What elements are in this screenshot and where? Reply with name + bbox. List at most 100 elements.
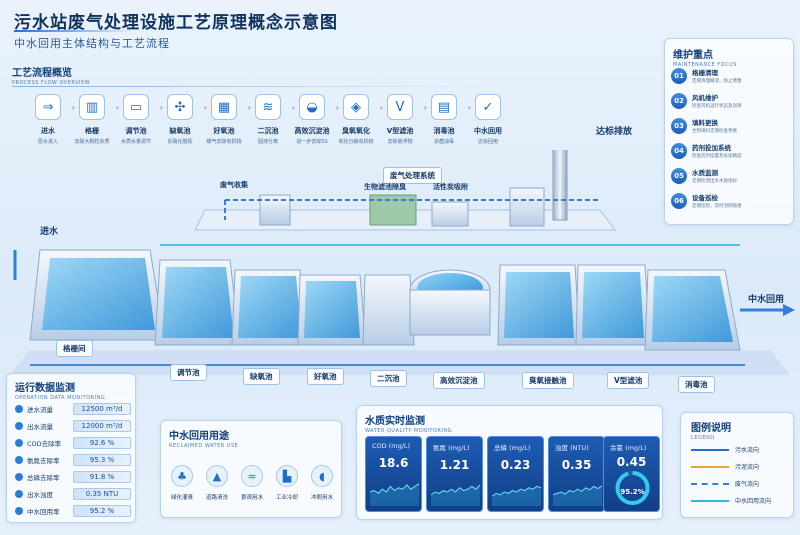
flow-step-desc: 原水进入 — [37, 139, 58, 145]
operation-label: 进水流量 — [27, 405, 53, 414]
operation-label: 出水浊度 — [27, 490, 53, 499]
wq-trend-area — [370, 483, 419, 506]
maintenance-item-title: 水质监测 — [692, 169, 718, 177]
maintenance-item-title: 风机维护 — [692, 94, 718, 102]
aeration-icon: ▦ — [211, 94, 237, 120]
wq-trend-chart — [431, 484, 480, 506]
chevron-right-icon: › — [379, 103, 383, 112]
operation-value: 0.35 NTU — [73, 487, 131, 500]
flow-step-desc: 达标回用 — [477, 139, 498, 145]
maintenance-item-desc: 检查风机运行状态及润滑 — [692, 104, 742, 109]
tank-icon: ▭ — [123, 94, 149, 120]
water-drop-icon — [15, 455, 23, 464]
flow-step-name: 高效沉淀池 — [294, 127, 330, 135]
flow-step-name: 格栅 — [85, 127, 99, 135]
chevron-right-icon: › — [335, 103, 339, 112]
plant-icon: ♣ — [171, 465, 193, 487]
wq-trend-line — [553, 485, 602, 496]
operation-row: 出水浊度 0.35 NTU — [15, 487, 131, 500]
water-drop-icon — [15, 404, 23, 413]
unit-label: 调节池 — [170, 364, 207, 381]
operation-value: 12500 m³/d — [73, 402, 131, 415]
operation-label: 中水回用率 — [27, 507, 60, 516]
landscape-icon: ≈ — [241, 465, 263, 487]
chevron-right-icon: › — [467, 103, 471, 112]
unit-label: 缺氧池 — [243, 368, 280, 385]
outflow-label: 中水回用 — [748, 295, 785, 305]
fan-unit — [509, 187, 545, 227]
wq-trend-chart — [492, 485, 541, 506]
flow-step: ◒高效沉淀池进一步去除SS› — [292, 94, 339, 145]
reclaimed-use-item: ≈ 景观用水 — [235, 465, 269, 501]
reclaimed-use-panel: 中水回用用途 RECLAIMED WATER USE ♣绿化灌溉▲道路清洗≈景观… — [160, 420, 342, 518]
legend-label: 污泥流向 — [735, 464, 760, 471]
flow-step: ✓ 中水回用达标回用 — [468, 94, 508, 145]
wq-card-value: 0.23 — [500, 458, 531, 472]
toilet-icon: ◖ — [311, 465, 333, 487]
legend-label: 中水回用流向 — [735, 498, 772, 505]
flow-step-name: 中水回用 — [474, 127, 502, 135]
water-drop-icon — [15, 489, 23, 498]
flow-step: ⇒进水原水进入› — [28, 94, 75, 145]
legend-label: 污水流向 — [735, 447, 760, 454]
legend-swatch — [691, 448, 729, 451]
process-flow-title: 工艺流程概览 — [12, 68, 72, 79]
maintenance-num: 05 — [671, 167, 687, 184]
maintenance-title-en: MAINTENANCE FOCUS — [673, 62, 737, 68]
wq-trend-line — [492, 485, 541, 497]
title-accent-bar — [14, 30, 134, 32]
maintenance-item-desc: 生物填料定期检查更换 — [692, 129, 737, 134]
residual-gauge — [615, 471, 650, 505]
process-flow-divider — [12, 86, 492, 87]
reuse-check-icon: ✓ — [475, 94, 501, 120]
reclaimed-use-item: ▲ 道路清洗 — [200, 465, 234, 501]
process-flow-steps: ⇒进水原水进入›▥格栅去除大颗粒杂质›▭调节池水质水量调节›✣缺氧池反硝化脱氮›… — [28, 94, 508, 145]
legend-title-en: LEGEND — [691, 435, 715, 441]
operation-value: 91.8 % — [73, 470, 131, 483]
legend-panel: 图例说明 LEGEND 污水流向污泥流向废气流向中水回用流向 — [680, 412, 794, 518]
disinfection-icon: ▤ — [431, 94, 457, 120]
precipitation-icon: ◒ — [299, 94, 325, 120]
factory-icon: ▙ — [276, 465, 298, 487]
legend-label: 废气流向 — [735, 481, 760, 488]
chevron-right-icon: › — [159, 103, 163, 112]
water-drop-icon — [15, 421, 23, 430]
maintenance-num: 03 — [671, 117, 687, 134]
reclaimed-use-name: 道路清洗 — [205, 495, 228, 501]
reclaimed-use-item: ♣绿化灌溉 — [165, 465, 199, 501]
water-drop-icon — [15, 438, 23, 447]
chevron-right-icon: › — [115, 103, 119, 112]
inflow-arrow-icon: ⇒ — [35, 94, 61, 120]
chevron-right-icon: › — [423, 103, 427, 112]
maintenance-item-title: 格栅清理 — [692, 69, 718, 77]
process-flow-title-en: PROCESS FLOW OVERVIEW — [12, 80, 91, 86]
water-quality-title-en: WATER QUALITY MONITORING — [365, 428, 452, 434]
unit-label: V型滤池 — [607, 372, 650, 389]
unit-label: 格栅间 — [56, 340, 93, 357]
maintenance-num: 04 — [671, 142, 687, 159]
operation-value: 12000 m³/d — [73, 419, 131, 432]
carbon-unit — [431, 201, 469, 227]
wq-trend-area — [553, 485, 602, 506]
road-icon: ▲ — [206, 465, 228, 487]
flow-step: ▤消毒池杀菌消毒› — [424, 94, 471, 145]
flow-step-name: 好氧池 — [213, 127, 235, 135]
flow-step-name: V型滤池 — [386, 127, 414, 135]
maintenance-num: 01 — [671, 67, 687, 84]
reclaimed-use-name: 景观用水 — [240, 495, 263, 501]
operation-label: 氨氮去除率 — [27, 456, 60, 465]
gas-collect-label: 废气收集 — [220, 181, 248, 189]
legend-item: 中水回用流向 — [691, 496, 771, 505]
reclaimed-use-name: 冲厕用水 — [310, 495, 333, 501]
flow-step: ▥格栅去除大颗粒杂质› — [72, 94, 119, 145]
flow-step-name: 二沉池 — [257, 127, 279, 135]
chevron-right-icon: › — [203, 103, 207, 112]
water-quality-card: 总磷 (mg/L)0.23 — [487, 436, 544, 512]
flow-step-desc: 固液分离 — [257, 139, 278, 145]
flow-step: ✣缺氧池反硝化脱氮› — [160, 94, 207, 145]
flow-step: ▭调节池水质水量调节› — [116, 94, 163, 145]
filter-icon: V — [387, 94, 413, 120]
